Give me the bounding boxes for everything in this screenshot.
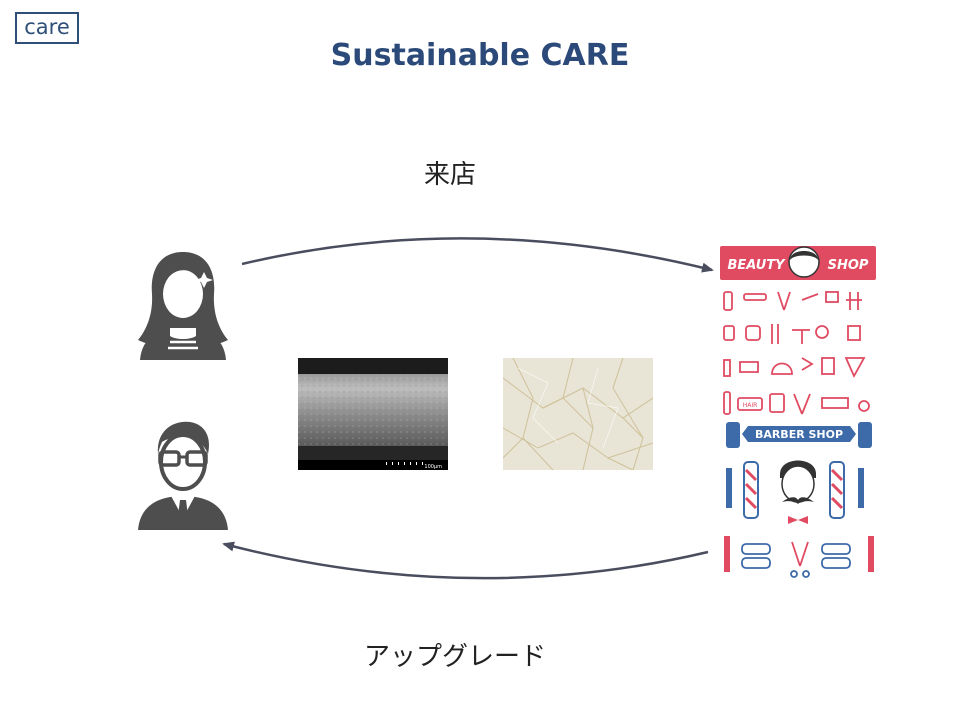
barber-banner-text: BARBER SHOP	[755, 428, 843, 441]
upgrade-arrow	[222, 541, 709, 580]
hair-sem-micrograph: 100μm	[298, 358, 448, 470]
hair-tag-text: HAIR	[743, 402, 758, 409]
beauty-banner-text: BEAUTY	[727, 258, 786, 273]
scalp-micrograph	[503, 358, 653, 470]
beauty-barber-shop-poster: BEAUTY SHOP HAIR BARBER SHOP	[718, 240, 880, 585]
slide-title: Sustainable CARE	[330, 38, 630, 73]
man-icon	[138, 421, 228, 530]
sem-scale-bar-label: 100μm	[424, 464, 442, 470]
care-logo: care	[15, 12, 79, 44]
upgrade-label: アップグレード	[363, 642, 546, 672]
woman-icon	[138, 252, 228, 360]
barber-face-icon	[780, 460, 816, 524]
visit-arrow	[241, 237, 714, 273]
beauty-tool-icons	[723, 291, 870, 415]
barber-tool-icons	[724, 536, 874, 578]
shop-banner-text: SHOP	[828, 258, 869, 273]
barber-shop-banner	[742, 426, 856, 442]
barber-pole-icons	[726, 461, 864, 519]
visit-label: 来店	[423, 160, 476, 190]
